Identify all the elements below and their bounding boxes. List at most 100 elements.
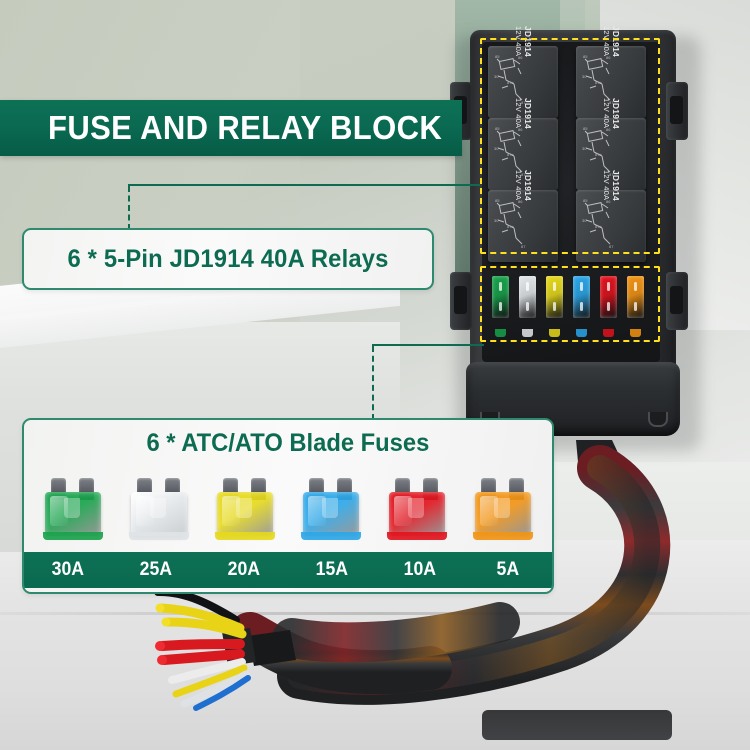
clear-blade-fuse-25a xyxy=(128,478,190,540)
fuse-foot xyxy=(215,532,275,540)
housing-clip-left-bottom xyxy=(450,272,472,330)
svg-text:87a: 87a xyxy=(595,152,602,157)
title-banner: FUSE AND RELAY BLOCK xyxy=(0,100,462,156)
svg-text:87: 87 xyxy=(521,172,526,177)
fuse-gloss-highlight xyxy=(222,496,240,526)
svg-text:86: 86 xyxy=(518,199,523,204)
fuse-highlight-box xyxy=(480,266,660,342)
fuse-gloss-highlight xyxy=(394,496,412,526)
svg-text:30: 30 xyxy=(494,218,499,223)
fuse-slit-top xyxy=(499,282,502,291)
svg-text:85: 85 xyxy=(495,126,500,131)
fuse-gloss-highlight xyxy=(136,496,154,526)
installed-fuse-15a xyxy=(573,276,590,337)
svg-text:85: 85 xyxy=(583,198,588,203)
fuse-cap xyxy=(573,276,590,318)
connector-line-relays-horizontal xyxy=(128,184,480,186)
svg-text:85: 85 xyxy=(495,54,500,59)
fuse-center-notch xyxy=(494,498,510,518)
fuse-gloss-highlight xyxy=(480,496,498,526)
fuse-legend-images xyxy=(24,466,552,552)
connector-line-fuses-vertical xyxy=(372,346,374,420)
fuse-tip xyxy=(603,329,614,337)
fuse-slit-top xyxy=(634,282,637,291)
svg-text:87: 87 xyxy=(521,100,526,105)
page-title: FUSE AND RELAY BLOCK xyxy=(48,109,443,146)
fuse-foot xyxy=(473,532,533,540)
fuse-tip xyxy=(576,329,587,337)
svg-text:87: 87 xyxy=(609,172,614,177)
relay-schematic-icon: 85 86 30 87 87a xyxy=(494,126,526,177)
fuse-tip xyxy=(522,329,533,337)
connector-line-relays-vertical xyxy=(128,186,130,230)
fuse-cap xyxy=(627,276,644,318)
installed-fuse-20a xyxy=(546,276,563,337)
fuse-cap xyxy=(492,276,509,318)
relay-schematic-icon: 85 86 30 87 87a xyxy=(494,198,526,249)
housing-clip-right-bottom xyxy=(666,272,688,330)
svg-text:85: 85 xyxy=(583,54,588,59)
svg-text:30: 30 xyxy=(582,218,587,223)
fuse-foot xyxy=(387,532,447,540)
fuse-slit-top xyxy=(607,282,610,291)
svg-text:85: 85 xyxy=(583,126,588,131)
svg-text:86: 86 xyxy=(606,127,611,132)
svg-text:30: 30 xyxy=(494,146,499,151)
fuse-cap xyxy=(546,276,563,318)
blue-blade-fuse-15a xyxy=(300,478,362,540)
fuse-tip xyxy=(495,329,506,337)
yellow-blade-fuse-20a xyxy=(214,478,276,540)
amperage-label-25a: 25A xyxy=(139,559,173,580)
svg-text:87: 87 xyxy=(521,244,526,249)
svg-text:30: 30 xyxy=(582,74,587,79)
fuse-slit-bottom xyxy=(607,302,610,311)
amperage-label-5a: 5A xyxy=(496,559,520,580)
fuse-slit-bottom xyxy=(553,302,556,311)
background-floor-seam xyxy=(0,612,750,615)
fuse-legend-title-label: 6 * ATC/ATO Blade Fuses xyxy=(146,428,430,457)
green-blade-fuse-30a xyxy=(42,478,104,540)
fuse-cap xyxy=(519,276,536,318)
installed-fuse-25a xyxy=(519,276,536,337)
fuse-slit-bottom xyxy=(499,302,502,311)
fuse-slit-bottom xyxy=(634,302,637,311)
callout-relays: 6 * 5-Pin JD1914 40A Relays xyxy=(22,228,434,290)
installed-fuse-10a xyxy=(600,276,617,337)
installed-fuse-30a xyxy=(492,276,509,337)
svg-text:86: 86 xyxy=(518,127,523,132)
amperage-label-30a: 30A xyxy=(51,559,85,580)
product-base-groove xyxy=(482,710,672,740)
fuse-tip xyxy=(549,329,560,337)
svg-text:87: 87 xyxy=(609,244,614,249)
amperage-label-20a: 20A xyxy=(227,559,261,580)
amperage-label-15a: 15A xyxy=(315,559,349,580)
svg-text:87a: 87a xyxy=(507,152,514,157)
fuse-slit-bottom xyxy=(526,302,529,311)
fuse-gloss-highlight xyxy=(308,496,326,526)
svg-text:87: 87 xyxy=(609,100,614,105)
svg-text:87a: 87a xyxy=(507,224,514,229)
orange-blade-fuse-5a xyxy=(472,478,534,540)
svg-text:85: 85 xyxy=(495,198,500,203)
svg-text:86: 86 xyxy=(518,55,523,60)
fuse-foot xyxy=(43,532,103,540)
fuse-cap xyxy=(600,276,617,318)
fuse-slit-top xyxy=(553,282,556,291)
fuse-slit-top xyxy=(526,282,529,291)
fuse-legend-title: 6 * ATC/ATO Blade Fuses xyxy=(24,420,552,466)
svg-text:87a: 87a xyxy=(595,80,602,85)
svg-text:86: 86 xyxy=(606,199,611,204)
